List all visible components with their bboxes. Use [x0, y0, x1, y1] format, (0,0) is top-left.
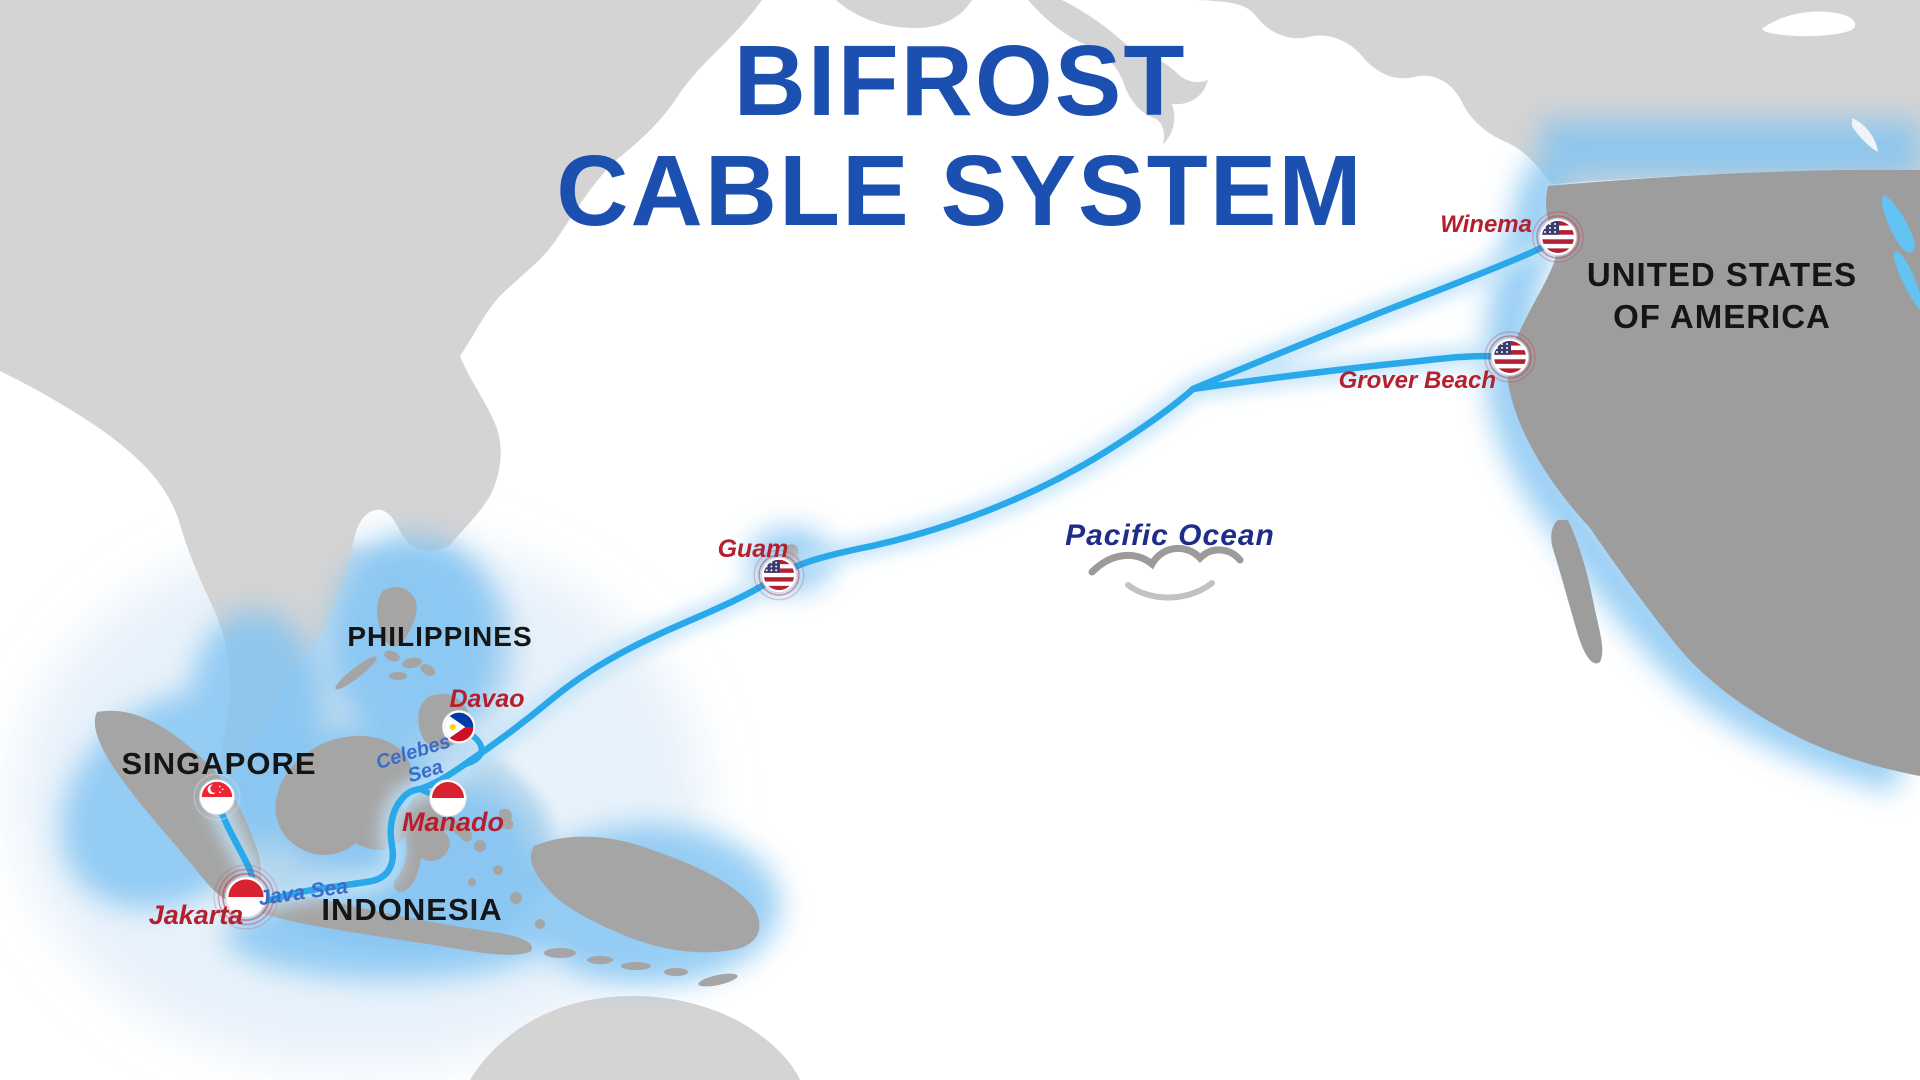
maluku-island: [535, 919, 545, 929]
singapore-flag-icon: [202, 782, 232, 812]
landing-markers: [193, 211, 1584, 930]
new-guinea-island: [530, 836, 760, 953]
label-guam: Guam: [718, 535, 789, 563]
arctic-island: [1762, 11, 1856, 37]
label-davao: Davao: [449, 685, 524, 713]
label-usa-line2: OF AMERICA: [1613, 298, 1831, 335]
us-flag-icon: [764, 560, 794, 590]
lesser-sunda-island: [664, 968, 688, 976]
kamchatka-landmass: [1028, 0, 1208, 144]
us-flag-icon: [1494, 341, 1526, 373]
label-usa-line1: UNITED STATES: [1587, 256, 1857, 293]
label-indonesia: INDONESIA: [321, 892, 502, 927]
lesser-sunda-island: [544, 948, 576, 958]
siberia-coast: [836, 0, 972, 28]
cable-route: [206, 230, 1567, 913]
us-flag-icon: [1542, 221, 1574, 253]
australia-landmass: [470, 996, 800, 1080]
philippines-flag-icon: [445, 713, 474, 742]
ocean-waves-icon: [1088, 544, 1244, 601]
luzon-island: [377, 587, 417, 647]
label-singapore: SINGAPORE: [121, 746, 316, 781]
palawan-island: [335, 656, 377, 690]
map-labels: PHILIPPINES SINGAPORE INDONESIA UNITED S…: [121, 211, 1857, 930]
cable-main-trunk: [213, 237, 1560, 905]
hudson-bay-inlet: [1852, 118, 1878, 152]
maluku-island: [510, 892, 522, 904]
great-lakes: [1882, 195, 1920, 310]
landing-marker-manado: [429, 779, 467, 817]
maluku-island: [468, 878, 476, 886]
landing-marker-jakarta: [213, 864, 279, 930]
philippines-glow: [330, 535, 500, 745]
landing-marker-grover-beach: [1484, 331, 1536, 383]
label-winema: Winema: [1440, 211, 1532, 238]
label-pacific-ocean: Pacific Ocean: [1065, 519, 1275, 552]
visayas-island: [389, 672, 407, 680]
borneo-island: [275, 735, 413, 855]
sumatra-island: [94, 710, 262, 905]
maluku-island: [474, 840, 486, 852]
java-island: [242, 894, 533, 955]
landing-marker-singapore: [193, 773, 241, 821]
label-manado: Manado: [402, 807, 504, 837]
baja-california-peninsula: [1551, 520, 1603, 664]
visayas-island: [420, 664, 436, 676]
malay-peninsula-glow: [190, 610, 320, 790]
cable-grover-beach-branch: [1189, 352, 1510, 393]
lesser-sunda-island: [587, 956, 613, 964]
landing-marker-davao: [441, 709, 477, 745]
landing-marker-winema: [1532, 211, 1584, 263]
asia-landmass: [0, 0, 762, 790]
maluku-island: [493, 865, 503, 875]
highlighted-landmasses: [94, 11, 1920, 987]
us-landmass: [1507, 169, 1920, 777]
visayas-island: [384, 650, 400, 662]
label-grover-beach: Grover Beach: [1339, 367, 1496, 394]
visayas-island: [402, 657, 422, 669]
sulawesi-island: [393, 791, 473, 892]
label-philippines: PHILIPPINES: [347, 621, 532, 652]
timor-island: [698, 973, 738, 987]
lesser-sunda-island: [621, 962, 651, 970]
label-jakarta: Jakarta: [149, 900, 244, 930]
halmahera-island: [498, 808, 514, 830]
landing-marker-guam: [753, 549, 805, 601]
